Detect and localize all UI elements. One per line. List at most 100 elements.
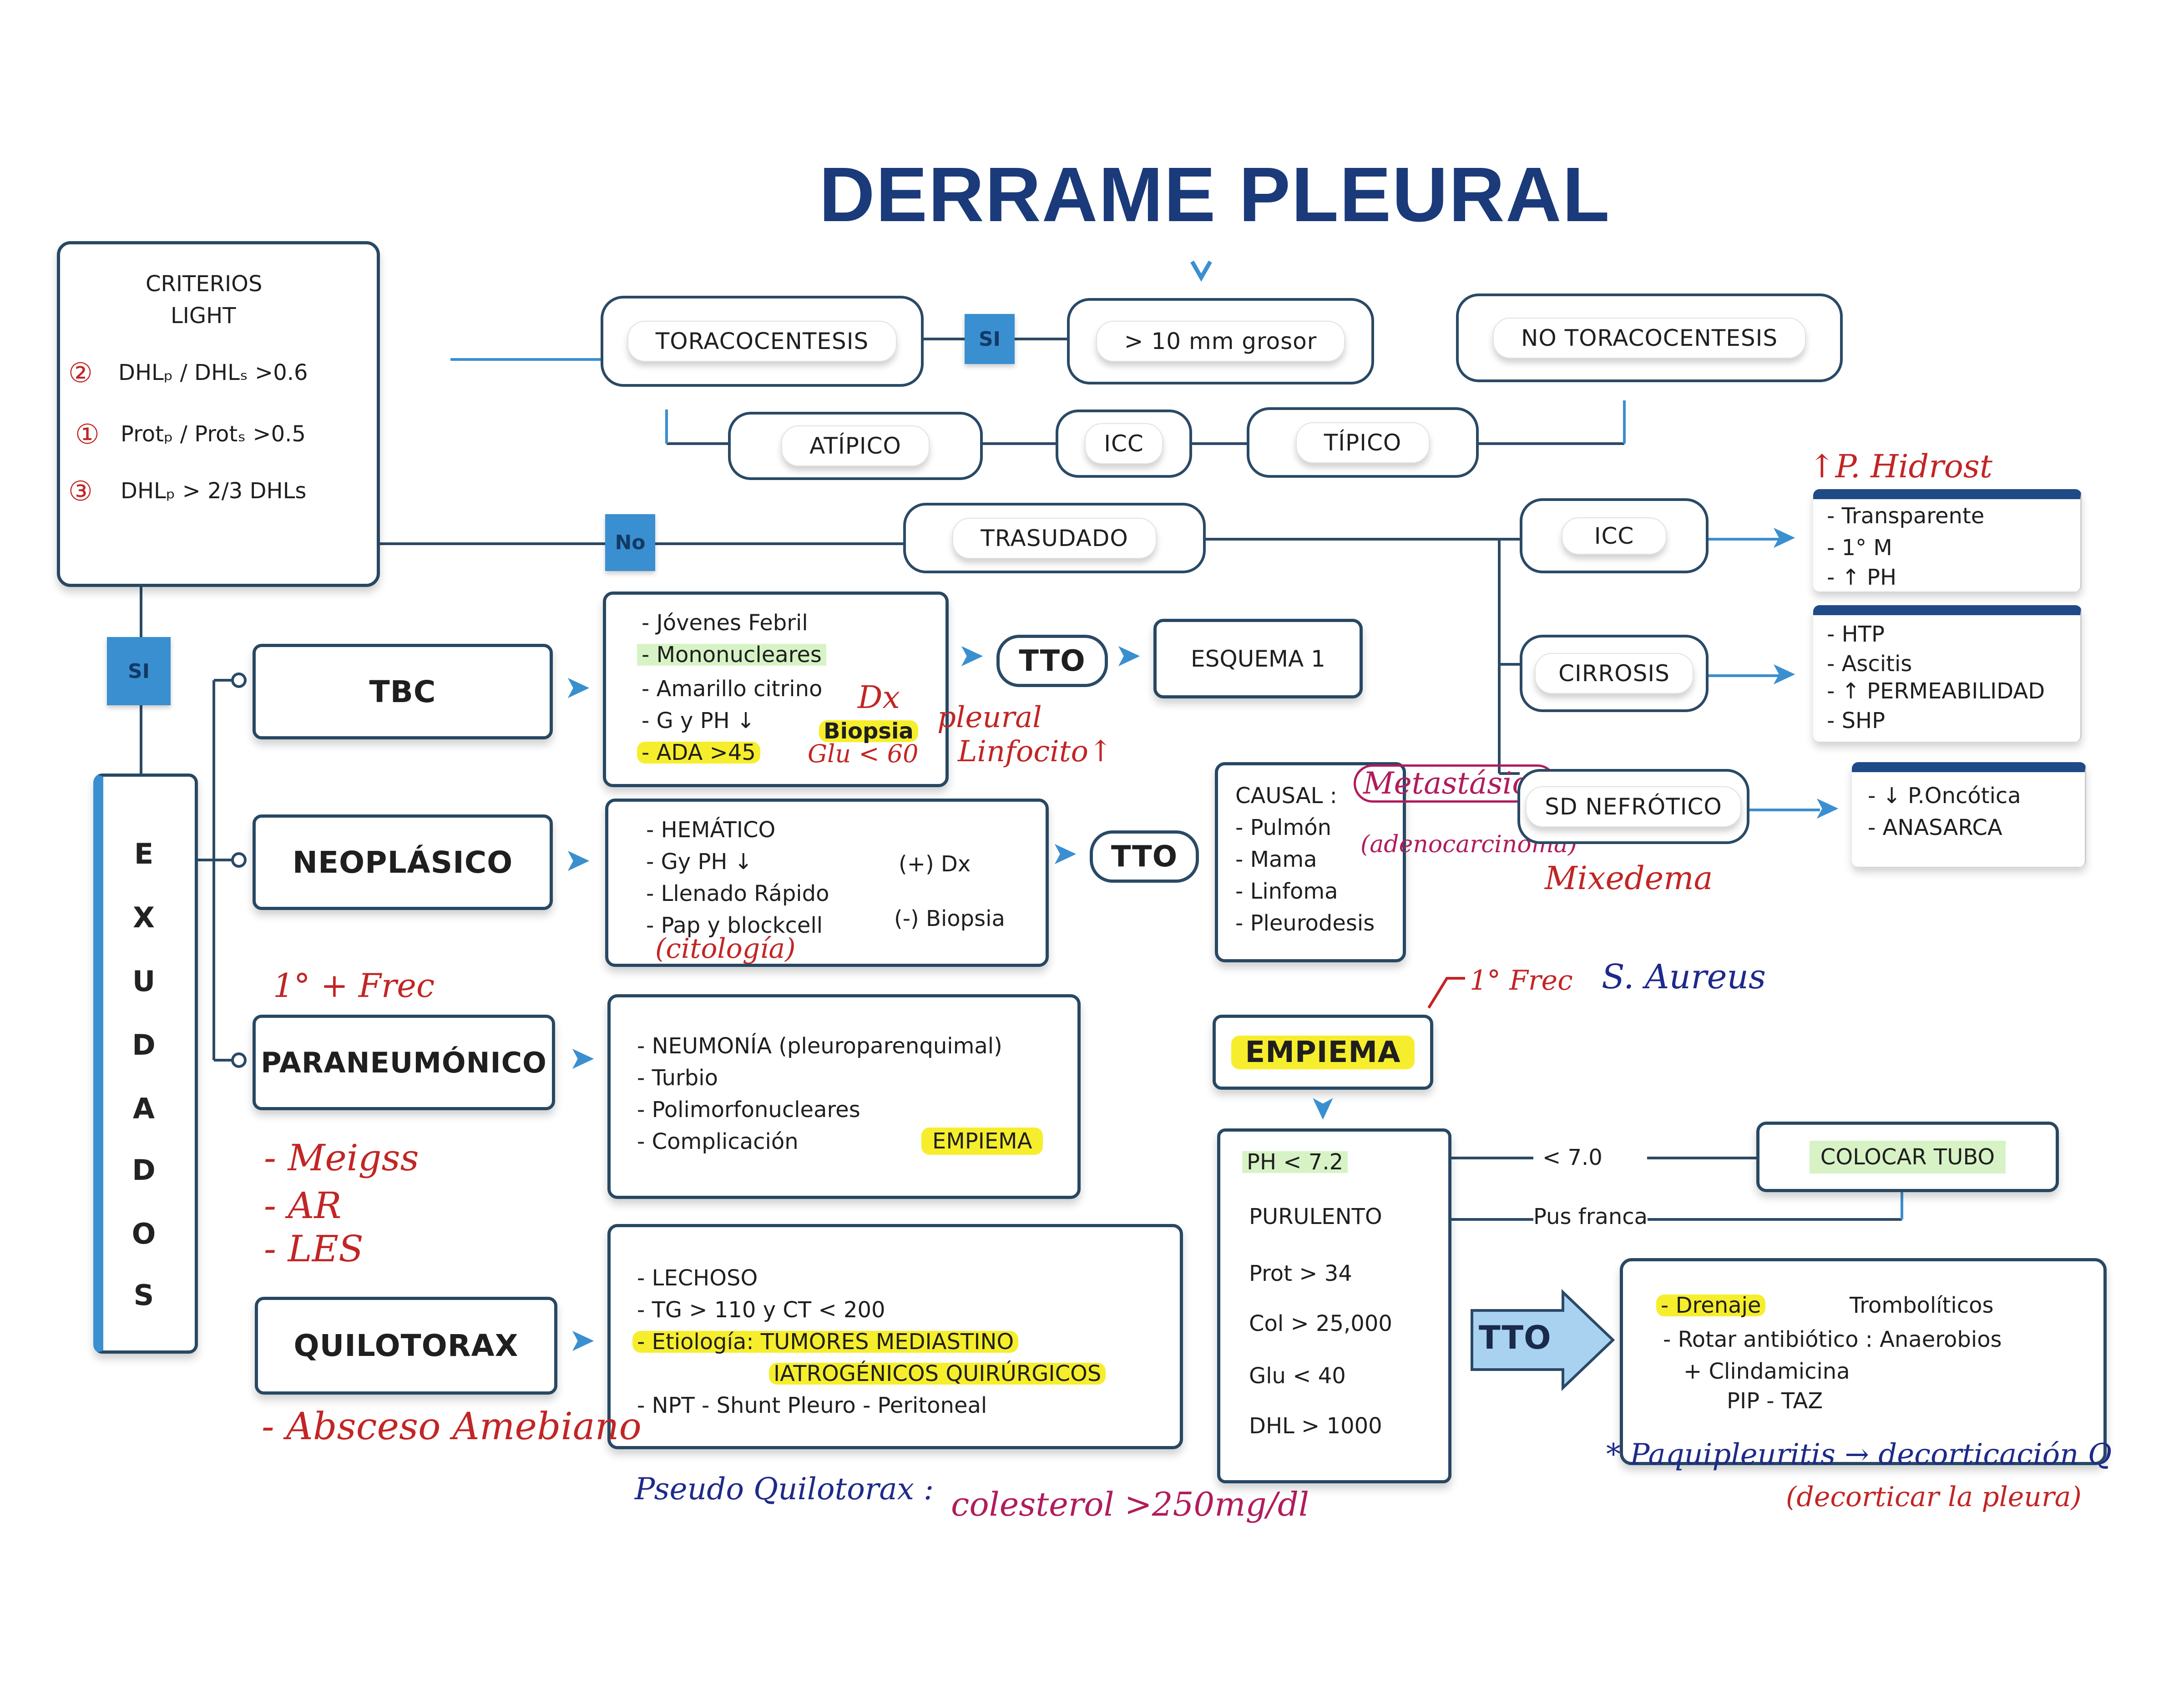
piptaz-label: PIP - TAZ: [1727, 1388, 1823, 1414]
cirrosis-label: CIRROSIS: [1535, 653, 1694, 694]
light-item-mark-2: ①: [75, 419, 100, 450]
tbc-pleural-note: pleural: [937, 701, 1042, 734]
drenaje-label: - Drenaje: [1656, 1295, 1766, 1316]
no-label: No: [605, 514, 655, 571]
red-note-meigss: - Meigss: [264, 1137, 419, 1179]
tbc-esquema-arrow-icon: ➤: [1115, 637, 1142, 674]
quilotorax-arrow-icon: ➤: [569, 1321, 596, 1359]
causal-item-4: - Pleurodesis: [1235, 910, 1375, 936]
tipico-label: TÍPICO: [1295, 422, 1430, 463]
tbc-glu-note: Glu < 60: [808, 739, 919, 768]
paquipleuritis-note: * Paquipleuritis → decorticación Q: [1606, 1438, 2112, 1472]
exudados-letter-1: E: [134, 837, 154, 870]
atipico-node: ATÍPICO: [728, 412, 983, 480]
neoplasico-detail-3: - Llenado Rápido: [646, 881, 829, 906]
causal-title: CAUSAL :: [1235, 783, 1337, 809]
empiema-down-arrow-icon: ➤: [1305, 1094, 1343, 1122]
empiema-criterion-2: PURULENTO: [1249, 1204, 1382, 1229]
empiema-label: EMPIEMA: [1231, 1035, 1415, 1069]
si-label-exudado: SI: [107, 637, 171, 705]
empiema-criteria-box: [1217, 1128, 1451, 1483]
tbc-biopsia: Biopsia: [819, 720, 918, 742]
trasudado-label: TRASUDADO: [952, 517, 1157, 559]
red-note-ar: - AR: [264, 1184, 342, 1227]
paraneumonico-node: PARANEUMÓNICO: [253, 1015, 555, 1110]
paraneumonico-detail-2: - Turbio: [637, 1065, 718, 1091]
grosor-node: > 10 mm grosor: [1067, 298, 1374, 384]
exudados-box: [93, 774, 198, 1354]
sd-details-box: [1852, 762, 2086, 867]
sd-detail-1: - ↓ P.Oncótica: [1868, 783, 2021, 809]
empiema-tto-label: TTO: [1479, 1319, 1552, 1356]
icc-details-box: [1813, 489, 2082, 592]
light-item-mark-1: ②: [68, 357, 93, 389]
icc-cause-node: ICC: [1520, 498, 1709, 573]
tbc-detail-2: - Mononucleares: [637, 644, 826, 666]
light-item-2: Protₚ / Protₛ >0.5: [121, 421, 306, 447]
tbc-detail-1: - Jóvenes Febril: [642, 610, 808, 636]
neoplasico-tto-label: TTO: [1111, 839, 1178, 874]
quilotorax-label: QUILOTORAX: [293, 1328, 519, 1363]
icc-label: ICC: [1085, 423, 1163, 464]
quilotorax-node: QUILOTORAX: [255, 1297, 557, 1395]
tbc-detail-4: - G y PH ↓: [642, 708, 755, 733]
tbc-detail-5: - ADA >45: [637, 742, 760, 764]
empiema-criterion-3: Prot > 34: [1249, 1261, 1352, 1286]
quilotorax-etiologia-2: IATROGÉNICOS QUIRÚRGICOS: [769, 1363, 1106, 1385]
causal-item-1: - Pulmón: [1235, 815, 1331, 840]
empiema-criterion-4: Col > 25,000: [1249, 1311, 1392, 1336]
paraneumonico-detail-4: - Complicación: [637, 1129, 799, 1154]
neoplasico-label: NEOPLÁSICO: [292, 844, 513, 880]
trasudado-node: TRASUDADO: [903, 503, 1206, 573]
colocar-tubo-node: COLOCAR TUBO: [1756, 1122, 2059, 1192]
light-title-line1: CRITERIOS: [146, 271, 263, 297]
empiema-criterion-6: DHL > 1000: [1249, 1413, 1382, 1439]
tipico-node: TÍPICO: [1247, 407, 1479, 478]
toracocentesis-label: TORACOCENTESIS: [627, 321, 897, 362]
atipico-label: ATÍPICO: [781, 425, 930, 466]
icc-detail-1: - Transparente: [1827, 503, 1985, 529]
causal-item-2: - Mama: [1235, 847, 1317, 872]
icc-node: ICC: [1056, 410, 1192, 478]
sd-detail-2: - ANASARCA: [1868, 815, 2002, 840]
tto-big-arrow-icon: [1471, 1289, 1615, 1391]
no-toracocentesis-label: NO TORACOCENTESIS: [1492, 317, 1806, 359]
exudados-letter-5: A: [133, 1092, 155, 1125]
rotar-label: - Rotar antibiótico : Anaerobios: [1663, 1327, 2002, 1352]
neoplasico-pos-dx: (+) Dx: [899, 851, 971, 877]
toracocentesis-node: TORACOCENTESIS: [601, 296, 924, 387]
decorticar-note: (decorticar la pleura): [1786, 1481, 2082, 1513]
paraneumonico-label: PARANEUMÓNICO: [261, 1046, 547, 1079]
page-title: DERRAME PLEURAL: [819, 152, 1611, 238]
colocar-tubo-label: COLOCAR TUBO: [1809, 1140, 2006, 1173]
exudados-letter-8: S: [133, 1279, 154, 1312]
sd-nefrotico-label: SD NEFRÓTICO: [1526, 786, 1741, 827]
empiema-treatment-box: [1620, 1258, 2107, 1465]
neoplasico-detail-1: - HEMÁTICO: [646, 817, 776, 843]
paraneumonico-detail-1: - NEUMONÍA (pleuroparenquimal): [637, 1033, 1002, 1059]
neoplasico-neg-biopsia: (-) Biopsia: [894, 906, 1005, 931]
empiema-node: EMPIEMA: [1213, 1015, 1433, 1090]
red-note-absceso: - Absceso Amebiano: [262, 1405, 642, 1448]
exudados-letter-7: O: [131, 1217, 156, 1250]
neoplasico-tto-arrow-icon: ➤: [1051, 834, 1078, 872]
lt7-label: < 7.0: [1542, 1145, 1603, 1170]
neoplasico-details-box: [605, 799, 1049, 967]
no-toracocentesis-node: NO TORACOCENTESIS: [1456, 293, 1843, 382]
neoplasico-arrow-icon: ➤: [564, 841, 591, 879]
quilotorax-detail-1: - LECHOSO: [637, 1265, 758, 1291]
paraneumonico-freq-note: 1° + Frec: [273, 966, 435, 1005]
tbc-tto-label: TTO: [1019, 644, 1086, 678]
paraneumonico-empiema-tag: EMPIEMA: [921, 1128, 1043, 1155]
icc-detail-3: - ↑ PH: [1827, 565, 1897, 590]
paraneumonico-detail-3: - Polimorfonucleares: [637, 1097, 860, 1123]
icc-cause-arrow-icon: ➤: [1770, 518, 1797, 556]
cirrosis-details-box: [1813, 605, 2082, 742]
empiema-criterion-5: Glu < 40: [1249, 1363, 1346, 1389]
light-criteria-box: [57, 241, 380, 587]
hidrost-note: ↑P. Hidrost: [1809, 448, 1992, 485]
tbc-dx-note: Dx: [858, 680, 900, 716]
tbc-node: TBC: [253, 644, 553, 739]
quilotorax-detail-2: - TG > 110 y CT < 200: [637, 1297, 885, 1323]
neoplasico-node: NEOPLÁSICO: [253, 814, 553, 910]
